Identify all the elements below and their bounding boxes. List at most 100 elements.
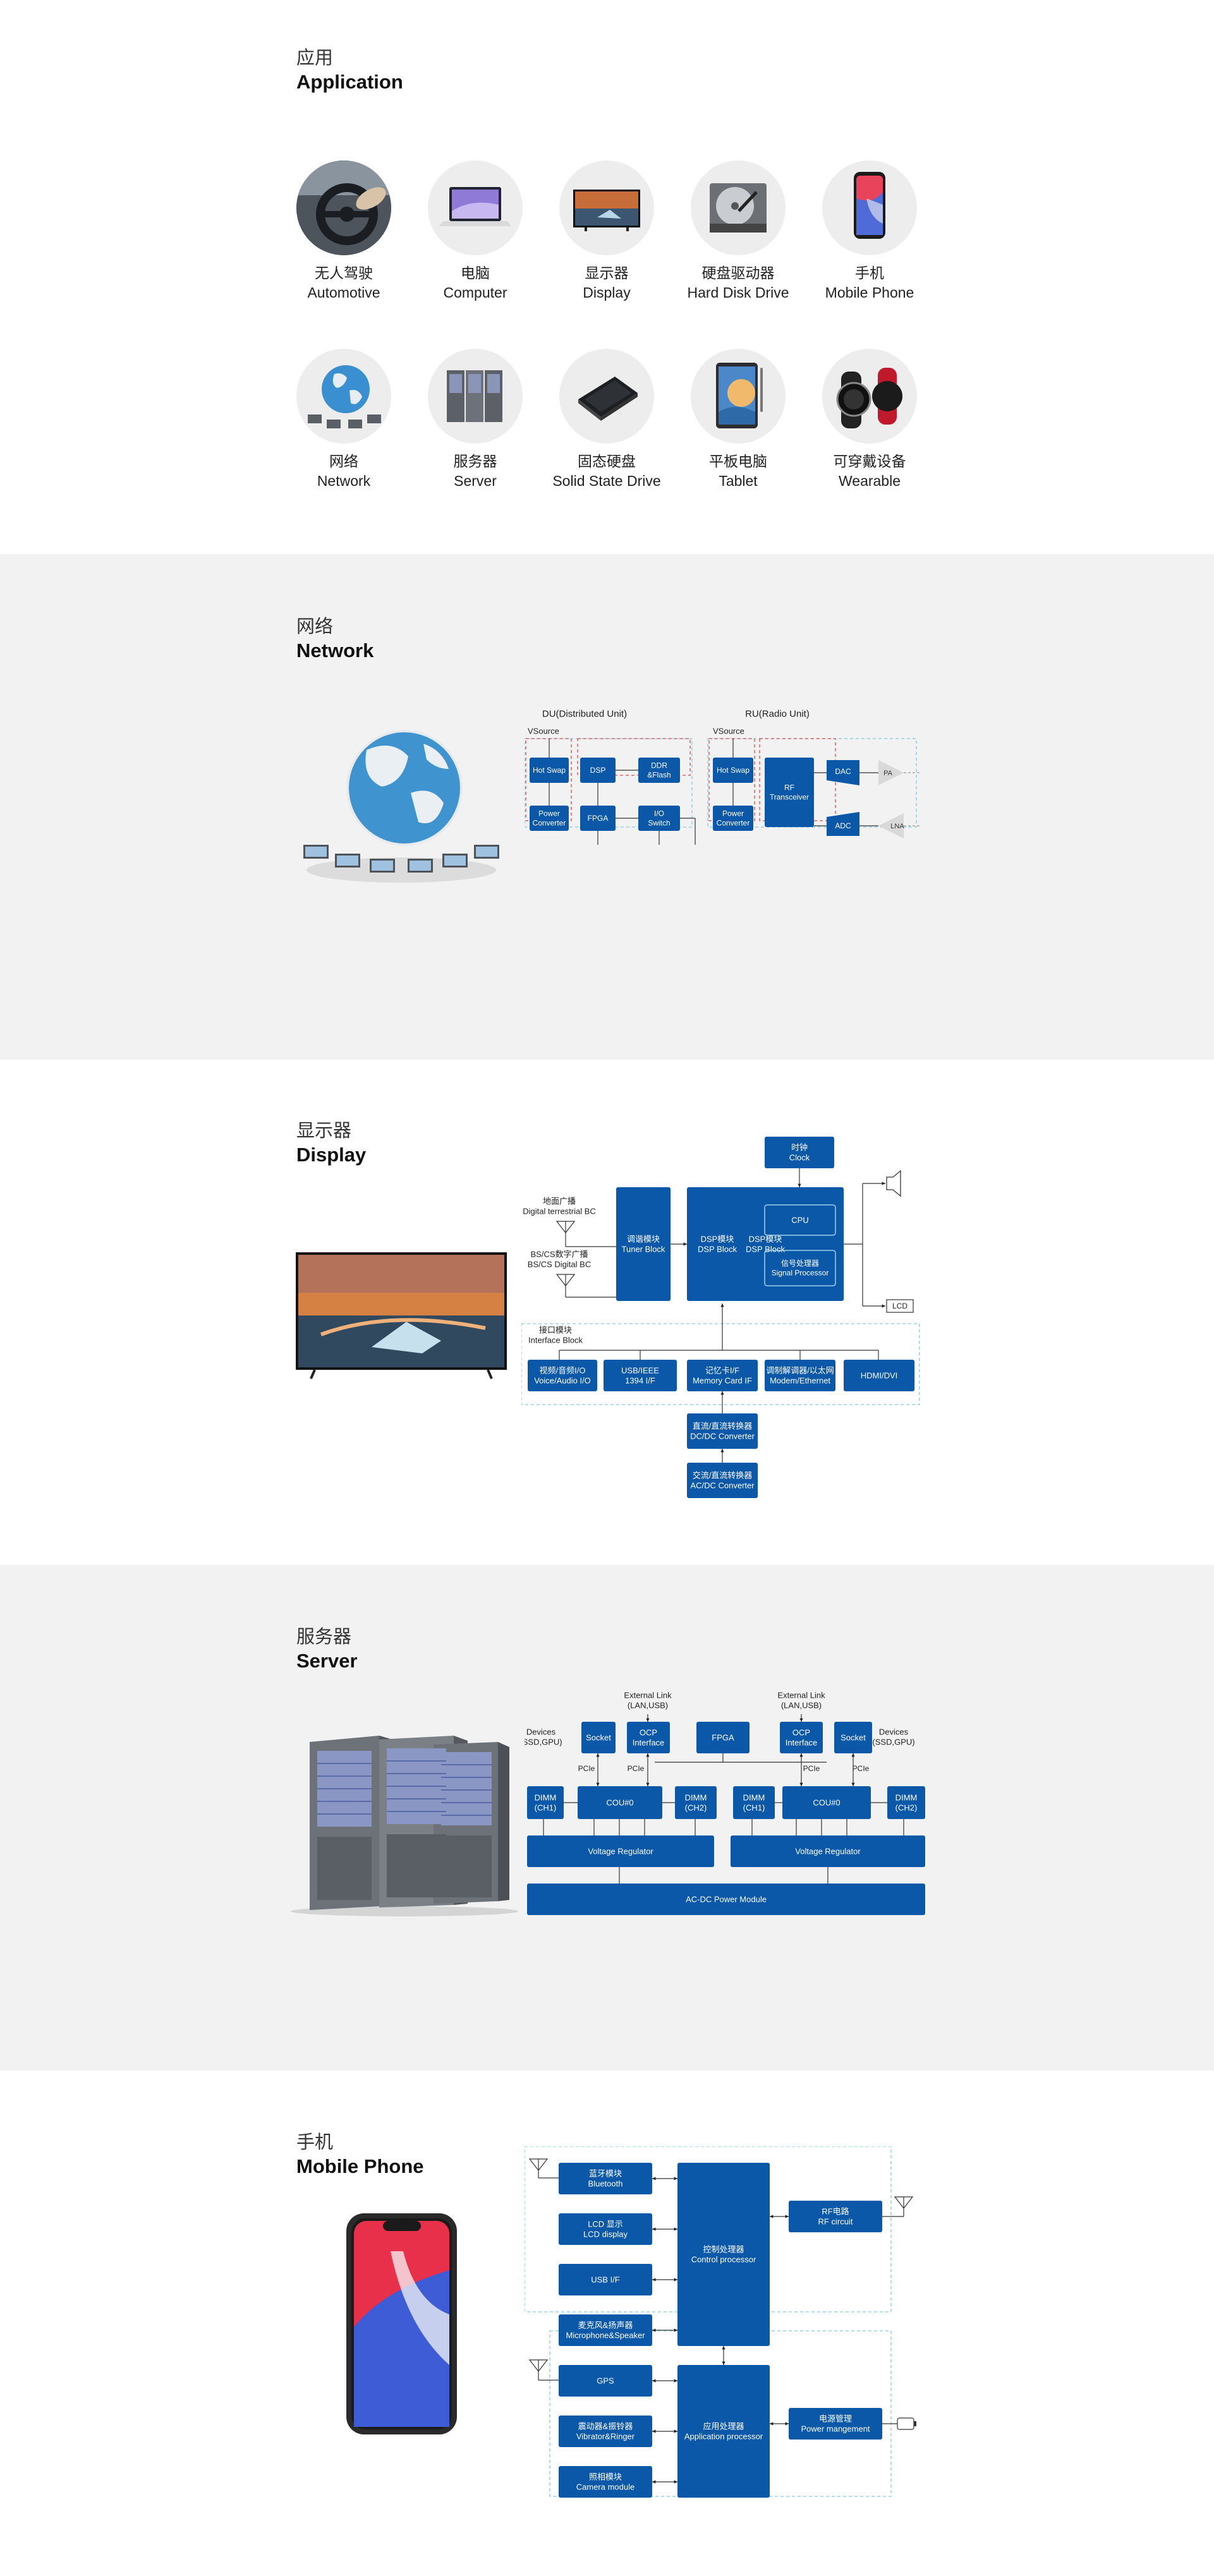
server-title-cn: 服务器 [296,1626,352,1647]
du-power-block-label: Converter [533,819,566,828]
external-link-arrow-arrowhead [799,1718,803,1722]
digital-terrestrial-label: 地面广播 [543,1196,576,1206]
io-arrow-arrowhead [652,2227,656,2231]
app-item-mobile-phone[interactable]: 手机 Mobile Phone [803,160,936,302]
lcd-label: LCD [892,1302,907,1310]
pa-label: PA [883,770,893,777]
display-title: 显示器 Display [296,1118,366,1168]
devices-label: Devices [879,1727,909,1736]
bs-cs-label: BS/CS数字广播 [530,1249,588,1259]
ocp-interface-block [780,1722,823,1753]
app-label-en: Server [454,473,497,489]
control-outline [525,2146,892,2313]
cou-block [782,1786,871,1819]
ru-rf-block-label: Transceiver [770,793,809,802]
application-section: 应用 Application 无人驾驶 Automotive [0,0,1214,554]
pcie-label: PCIe [628,1764,645,1773]
app-label-cn: 服务器 [453,454,497,470]
network-block-diagram: DU(Distributed Unit)RU(Radio Unit)VSourc… [525,708,920,845]
devices-label: (SSD,GPU) [525,1738,562,1747]
ru-hot-swap-block [713,758,753,783]
camera-module-block [559,2466,652,2498]
tuner-to-dsp-arrow-arrowhead [683,1242,687,1246]
io-arrow-arrowhead [652,2379,656,2383]
app-label-cn: 手机 [855,265,884,282]
app-item-server[interactable]: 服务器 Server [409,349,542,490]
speaker-arrow-arrowhead [882,1182,885,1185]
dcdc-block-label: DC/DC Converter [690,1432,755,1441]
microphone-speaker-block-label: 麦克风&扬声器 [578,2320,633,2330]
microphone-speaker-block-label: Microphone&Speaker [566,2331,645,2340]
io-arrow-arrowhead [674,2379,677,2383]
fpga-block-label: FPGA [712,1733,734,1743]
network-section: 网络 Network DU(Distributed Unit)RU(Radio … [0,554,1214,1060]
io-arrow-arrowhead [674,2429,677,2433]
ocp-interface-block-label: Interface [633,1738,665,1748]
dimm-ch1-block-label: (CH1) [743,1803,765,1813]
app-label-en: Display [583,284,631,301]
ru-dac-block [827,760,859,785]
clock-arrow-arrowhead [798,1183,801,1187]
pcie-arrow-arrowhead [799,1753,803,1757]
pa-amplifier [878,760,904,785]
clock-block-label: Clock [789,1153,810,1163]
camera-module-block-label: Camera module [576,2482,635,2492]
interface-block-outline [521,1323,920,1405]
app-item-computer[interactable]: 电脑 Computer [409,160,542,302]
pcie-arrow-arrowhead [596,1782,600,1786]
ac-dc-power-module-block [527,1884,925,1915]
network-title-en: Network [296,639,374,662]
du-power-block-label: Power [538,809,560,818]
voltage-regulator-block-label: Voltage Regulator [588,1847,653,1856]
io-block-label: 记忆卡I/F [705,1365,739,1375]
usb-block-label: USB I/F [591,2275,620,2285]
signal-processor-label: 信号处理器 [781,1259,819,1268]
du-ddr-block-label: &Flash [647,771,671,780]
ac-dc-power-module-block-label: AC-DC Power Module [686,1895,767,1904]
dimm-ch2-block-label: (CH2) [685,1803,707,1813]
app-label-cn: 硬盘驱动器 [701,265,775,282]
app-item-network[interactable]: 网络 Network [277,349,410,490]
application-title: 应用 Application [296,45,403,95]
app-item-ssd[interactable]: 固态硬盘 Solid State Drive [540,349,673,490]
power-arrow-arrowhead [785,2422,789,2426]
mobile-title: 手机 Mobile Phone [296,2130,424,2179]
battery-icon-tip [914,2421,916,2426]
app-item-automotive[interactable]: 无人驾驶 Automotive [277,160,410,302]
app-item-display[interactable]: 显示器 Display [540,160,673,302]
bluetooth-block [559,2163,652,2194]
du-ddr-block [638,758,680,783]
server-section: 服务器 Server External Link(LAN,USB)Externa… [0,1565,1214,2071]
tablet-icon [716,363,763,428]
ru-power-block [713,806,753,831]
voltage-regulator-block-label: Voltage Regulator [795,1847,861,1856]
processor-link-arrow-arrowhead [722,2361,725,2365]
app-label-en: Tablet [719,473,758,489]
du-fpga-block-label: FPGA [588,814,609,823]
clock-block [765,1137,834,1168]
ru-power-block-label: Converter [717,819,750,828]
app-item-tablet[interactable]: 平板电脑 Tablet [672,349,804,490]
power-management-block-label: Power mangement [801,2424,870,2434]
devices-label: (SSD,GPU) [872,1738,914,1747]
mobile-title-en: Mobile Phone [296,2155,424,2177]
ru-rf-block [765,758,814,827]
acdc-block-label: AC/DC Converter [690,1481,755,1491]
app-item-hard-disk[interactable]: 硬盘驱动器 Hard Disk Drive [672,160,804,302]
digital-terrestrial-label: Digital terrestrial BC [523,1207,596,1216]
ocp-interface-block [627,1722,670,1753]
app-label-en: Mobile Phone [825,284,914,301]
ru-adc-label: ADC [835,821,851,830]
rf-circuit-block [789,2201,882,2232]
bs-cs-label: BS/CS Digital BC [528,1260,591,1269]
io-arrow-arrowhead [652,2328,656,2332]
du-io-block [638,806,680,831]
app-item-wearable[interactable]: 可穿戴设备 Wearable [803,349,936,490]
server-rack-illustration [291,1736,518,1916]
app-label-en: Hard Disk Drive [687,284,789,301]
cou-block-label: COU#0 [813,1798,840,1808]
io-block [604,1360,677,1391]
